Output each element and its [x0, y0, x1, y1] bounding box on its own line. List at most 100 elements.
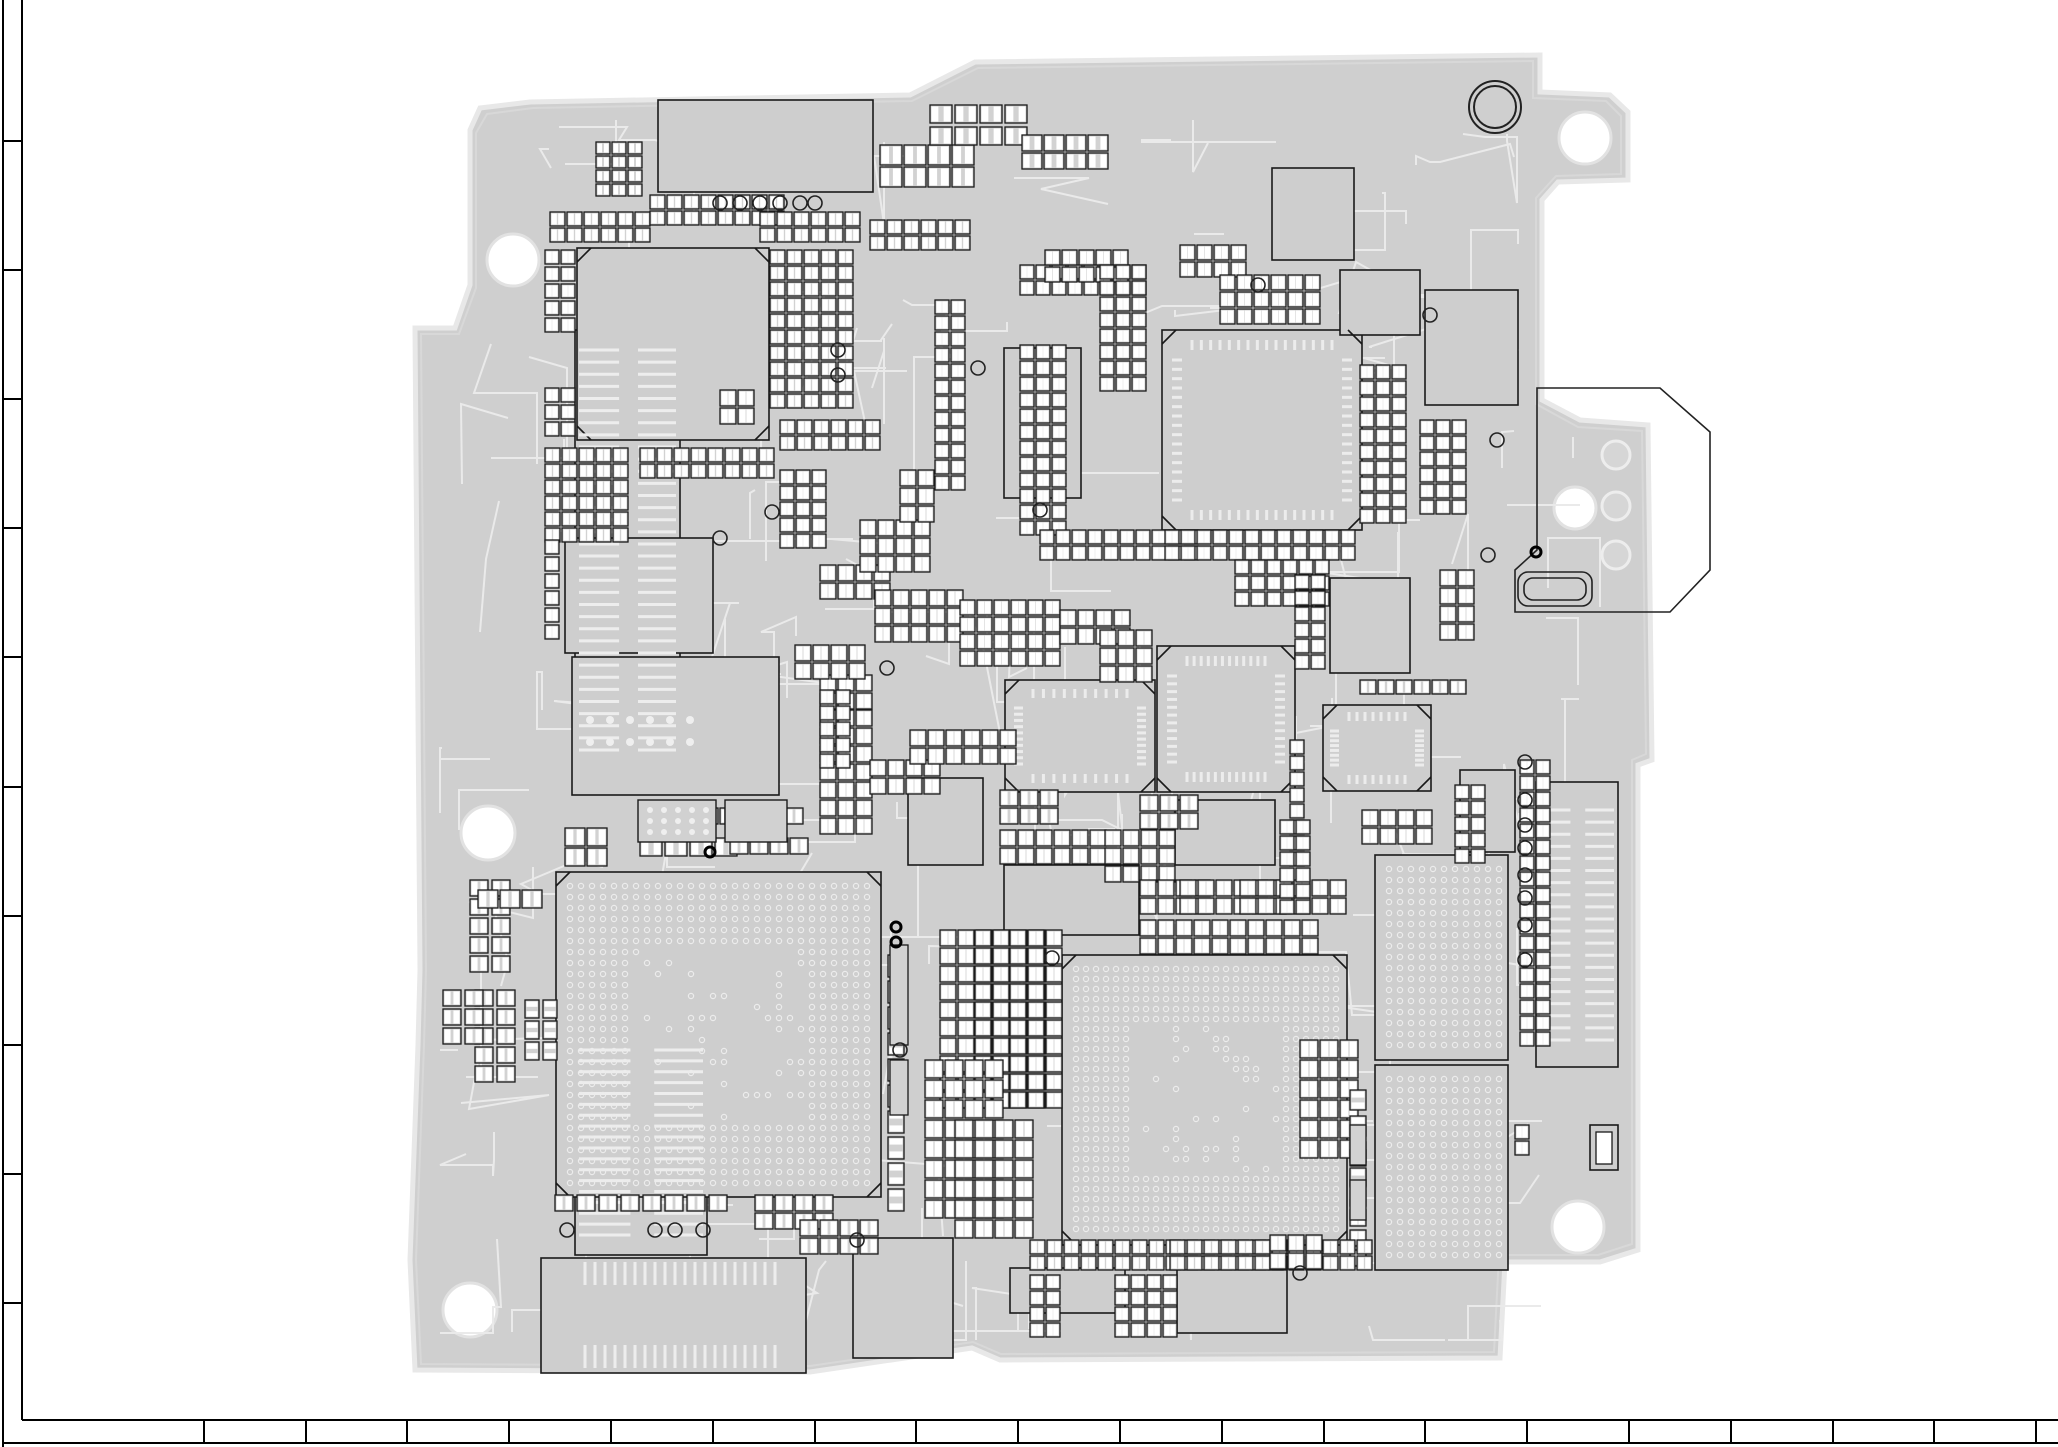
- smd-pad: [1123, 283, 1128, 294]
- smd-pad: [777, 197, 782, 208]
- smd-pad: [953, 430, 958, 441]
- smd-pad: [1043, 379, 1048, 390]
- smd-pad: [846, 820, 852, 833]
- smd-pad: [626, 214, 631, 225]
- smd-pad: [1178, 940, 1184, 953]
- smd-pad: [1362, 367, 1367, 378]
- smd-pad: [1123, 363, 1128, 374]
- smd-pad: [587, 514, 592, 525]
- smd-pad: [1362, 495, 1367, 506]
- smd-pad: [727, 450, 732, 461]
- smd-pad: [1297, 625, 1302, 636]
- smd-pad: [1302, 1082, 1309, 1097]
- smd-pad: [598, 482, 603, 493]
- smd-pad: [846, 784, 852, 797]
- smd-pad: [568, 407, 573, 418]
- smd-pad: [1228, 311, 1234, 323]
- smd-pad: [676, 466, 681, 477]
- smd-pad: [1394, 383, 1399, 394]
- mounting-hole-bottom-right: [1552, 1201, 1604, 1253]
- smd-pad: [568, 303, 573, 314]
- smd-pad: [569, 214, 574, 225]
- smd-pad: [1543, 938, 1548, 949]
- smd-pad: [937, 430, 942, 441]
- smd-pad: [1178, 922, 1184, 935]
- smd-pad: [1199, 247, 1205, 259]
- smd-pad: [1378, 511, 1383, 522]
- smd-pad: [1543, 986, 1548, 997]
- smd-pad: [1160, 900, 1166, 913]
- smd-pad: [1287, 838, 1292, 849]
- smd-pad: [744, 466, 749, 477]
- smd-pad: [977, 968, 983, 981]
- smd-pad: [1424, 812, 1430, 825]
- smd-pad: [1100, 155, 1106, 168]
- smd-pad: [799, 422, 804, 433]
- smd-pad: [1362, 511, 1367, 522]
- smd-pad: [1022, 379, 1027, 390]
- smd-pad: [931, 610, 937, 623]
- smd-pad: [927, 1142, 934, 1157]
- smd-pad: [1362, 415, 1367, 426]
- smd-pad: [710, 450, 715, 461]
- smd-pad: [1030, 1040, 1036, 1053]
- smd-pad: [1236, 548, 1241, 559]
- smd-pad: [1362, 383, 1367, 394]
- smd-pad: [1279, 294, 1285, 306]
- smd-pad: [1543, 826, 1548, 837]
- smd-pad: [604, 482, 609, 493]
- smd-pad: [603, 230, 608, 241]
- smd-pad: [772, 300, 777, 311]
- smd-pad: [995, 1022, 1001, 1035]
- smd-pad: [1002, 653, 1008, 665]
- smd-pad: [1102, 363, 1107, 374]
- smd-pad: [1394, 399, 1399, 410]
- smd-pad: [1522, 938, 1527, 949]
- smd-pad: [966, 750, 972, 763]
- smd-pad: [1383, 399, 1388, 410]
- smd-pad: [547, 390, 552, 401]
- smd-pad: [1248, 900, 1254, 913]
- smd-pad: [1394, 495, 1399, 506]
- smd-pad: [1166, 922, 1172, 935]
- smd-pad: [1538, 1002, 1543, 1013]
- smd-pad: [563, 390, 568, 401]
- smd-pad: [1527, 778, 1532, 789]
- smd-pad: [782, 536, 787, 547]
- smd-pad: [587, 466, 592, 477]
- smd-pad: [1059, 283, 1064, 294]
- smd-pad: [1121, 252, 1127, 264]
- smd-pad: [1036, 1004, 1042, 1017]
- smd-pad: [1438, 422, 1443, 433]
- smd-pad: [1054, 1094, 1060, 1107]
- smd-pad: [1460, 626, 1466, 639]
- smd-pad: [552, 559, 557, 570]
- smd-pad: [1036, 602, 1042, 614]
- smd-pad: [547, 252, 552, 263]
- smd-pad: [840, 784, 846, 797]
- smd-pad: [1038, 443, 1043, 454]
- smd-pad: [1543, 762, 1548, 773]
- smd-pad: [1266, 882, 1272, 895]
- smd-pad: [977, 950, 983, 963]
- smd-pad: [1292, 790, 1297, 801]
- smd-pad: [1459, 682, 1464, 693]
- smd-pad: [814, 520, 819, 531]
- smd-pad: [960, 1004, 966, 1017]
- smd-pad: [1054, 395, 1059, 406]
- smd-pad: [1139, 347, 1144, 358]
- smd-pad: [1322, 1142, 1329, 1157]
- smd-pad: [795, 396, 800, 407]
- smd-pad: [1074, 548, 1079, 559]
- smd-pad: [846, 396, 851, 407]
- smd-pad: [966, 986, 972, 999]
- smd-pad: [1107, 347, 1112, 358]
- smd-pad: [1260, 900, 1266, 913]
- smd-pad: [778, 252, 783, 263]
- smd-pad: [1538, 906, 1543, 917]
- smd-pad: [1318, 657, 1323, 668]
- smd-pad: [1290, 562, 1295, 573]
- smd-pad: [547, 303, 552, 314]
- smd-pad: [1149, 868, 1155, 881]
- smd-pad: [1118, 315, 1123, 326]
